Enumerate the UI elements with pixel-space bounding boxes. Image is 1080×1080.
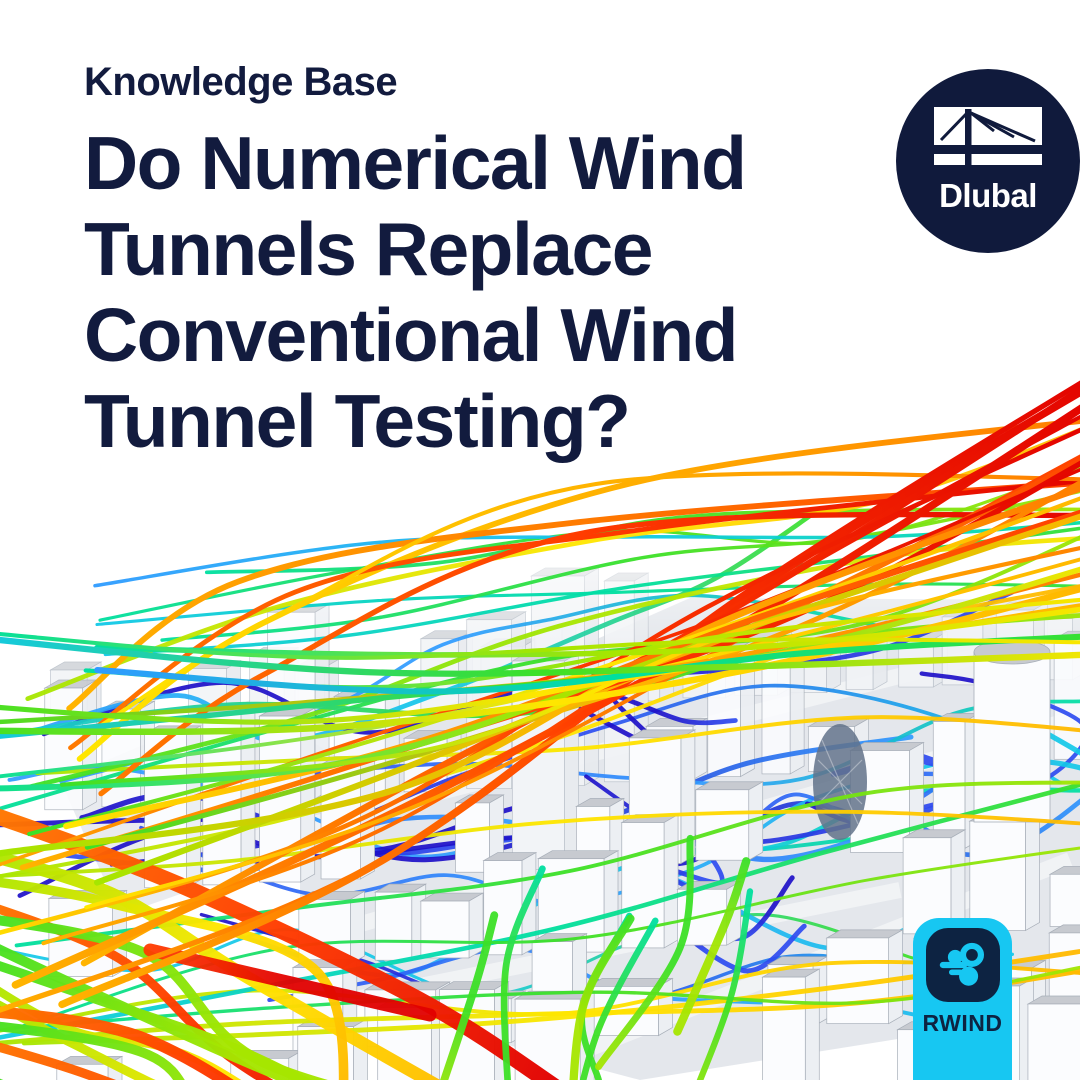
eyebrow-label: Knowledge Base: [84, 60, 398, 104]
rwind-app-icon: [925, 928, 1000, 1002]
dlubal-logo-badge: Dlubal: [896, 69, 1080, 253]
page-title: Do Numerical Wind Tunnels Replace Conven…: [84, 120, 747, 464]
streamlines-fast: [0, 380, 1080, 1080]
page-title-line-2: Tunnels Replace: [84, 207, 653, 291]
page-title-line-1: Do Numerical Wind: [84, 121, 747, 205]
page-title-line-4: Tunnel Testing?: [84, 379, 631, 463]
rwind-wordmark: RWIND: [922, 1010, 1003, 1036]
page-title-line-3: Conventional Wind: [84, 293, 738, 377]
dlubal-wordmark: Dlubal: [939, 177, 1037, 214]
wind-swirl-icon: [939, 942, 984, 986]
cable-stayed-bridge-icon: [934, 107, 1042, 169]
rwind-app-badge: RWIND: [913, 918, 1012, 1080]
